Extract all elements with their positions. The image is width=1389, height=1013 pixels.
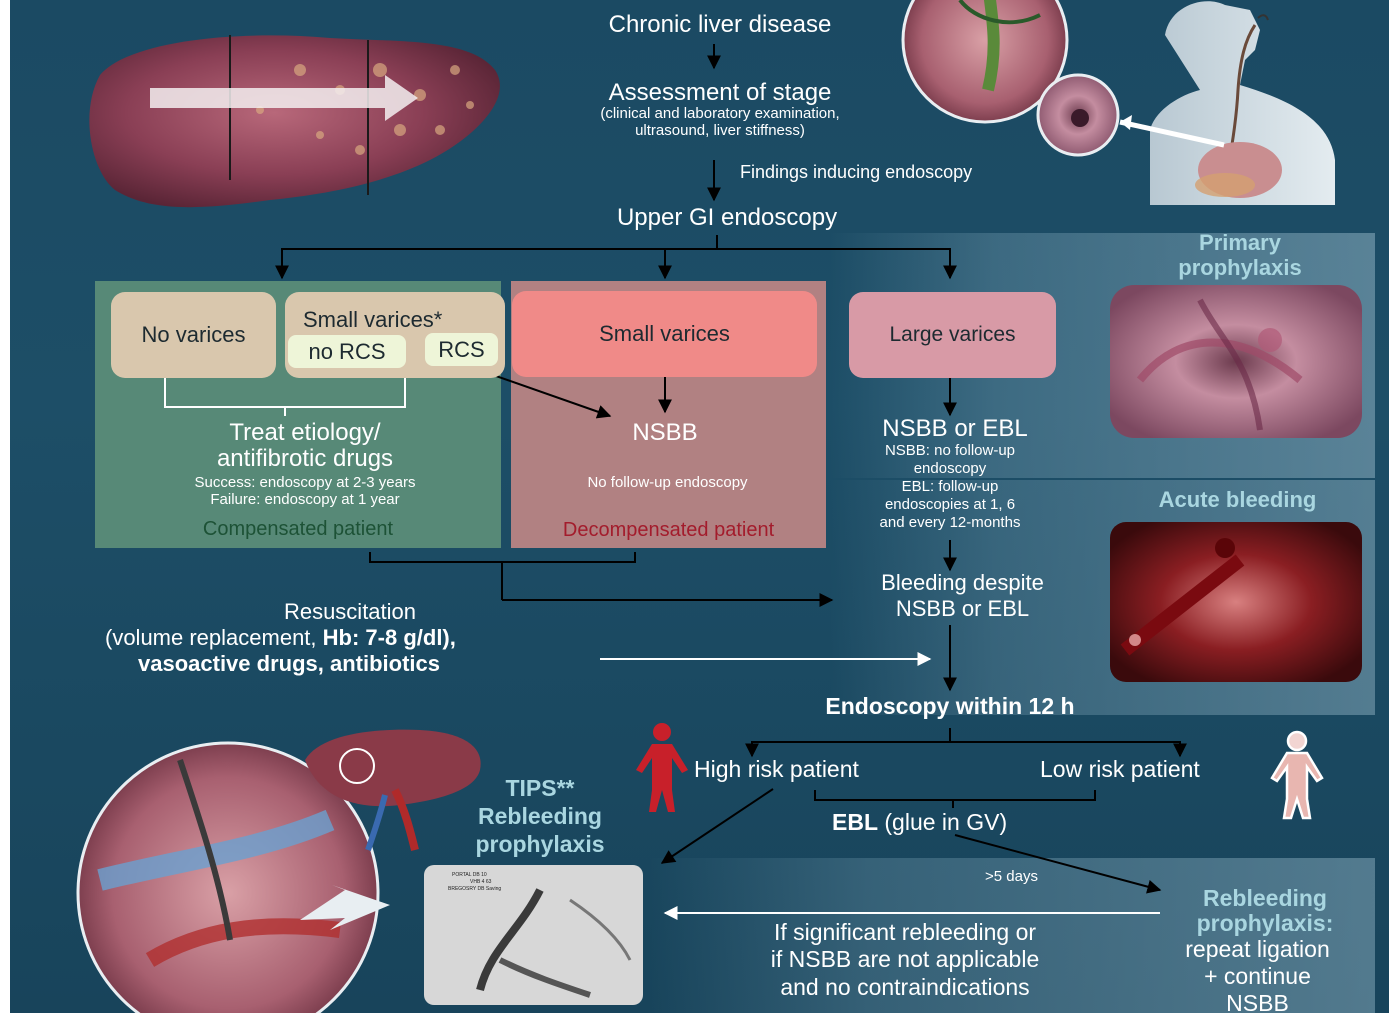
condition-line-1: If significant rebleeding or (700, 920, 1110, 945)
low-risk-label: Low risk patient (1040, 757, 1200, 782)
failure-label: Failure: endoscopy at 1 year (110, 492, 500, 509)
continue-label: + continue (1150, 964, 1365, 989)
no-varices-label: No varices (142, 322, 246, 348)
assessment-label: Assessment of stage (520, 80, 920, 106)
tips-prophylaxis: prophylaxis (440, 832, 640, 857)
small-varices-label: Small varices (599, 321, 730, 347)
resuscitation-line-2: (volume replacement, Hb: 7-8 g/dl), (105, 626, 456, 650)
antifibrotic-label: antifibrotic drugs (110, 446, 500, 472)
nsbb-or-ebl-label: NSBB or EBL (830, 416, 1080, 442)
large-varices-box: Large varices (849, 292, 1056, 378)
large-detail-1: NSBB: no follow-up (830, 443, 1070, 460)
decompensated-patient-label: Decompensated patient (511, 519, 826, 541)
success-label: Success: endoscopy at 2-3 years (110, 475, 500, 492)
xray-caption-3: BREGOSRY DB Saving (448, 887, 501, 893)
large-varices-label: Large varices (889, 323, 1015, 347)
small-varices-star-label: Small varices* (303, 308, 442, 332)
low-risk-person-icon (1272, 732, 1322, 818)
small-varices-box: Small varices (512, 291, 817, 377)
rebleeding-prophylaxis-title-1: Rebleeding (1160, 886, 1370, 911)
assessment-sub1: (clinical and laboratory examination, (520, 106, 920, 123)
nsbb-label: NSBB (560, 420, 770, 446)
large-detail-3: EBL: follow-up (830, 479, 1070, 496)
tips-rebleeding: Rebleeding (440, 804, 640, 829)
findings-label: Findings inducing endoscopy (740, 163, 972, 183)
rcs-box: RCS (425, 333, 498, 366)
rebleeding-prophylaxis-title-2: prophylaxis: (1160, 911, 1370, 936)
xray-caption-2: VHB 4 63 (470, 880, 491, 886)
rcs-label: RCS (438, 337, 484, 363)
ebl-bold-text: EBL (832, 809, 878, 835)
endoscopy-12h-label: Endoscopy within 12 h (760, 694, 1140, 719)
primary-prophylaxis-title-1: Primary (1120, 231, 1360, 255)
condition-line-3: and no contraindications (700, 975, 1110, 1000)
chronic-liver-disease-label: Chronic liver disease (520, 12, 920, 38)
no-rcs-box: no RCS (288, 335, 406, 368)
repeat-ligation-label: repeat ligation (1150, 937, 1365, 962)
bleeding-despite-label: Bleeding despite (835, 571, 1090, 595)
large-detail-5: and every 12-months (830, 515, 1070, 532)
treat-etiology-label: Treat etiology/ (110, 420, 500, 446)
no-followup-label: No follow-up endoscopy (520, 475, 815, 492)
assessment-sub2: ultrasound, liver stiffness) (520, 123, 920, 140)
primary-prophylaxis-title-2: prophylaxis (1120, 256, 1360, 280)
ebl-glue-label: EBL (glue in GV) (832, 810, 1007, 835)
glue-text: (glue in GV) (878, 809, 1007, 835)
no-varices-box: No varices (111, 292, 276, 378)
resuscitation-label: Resuscitation (150, 600, 550, 624)
hb-target-text: Hb: 7-8 g/dl), (323, 625, 456, 650)
large-detail-4: endoscopies at 1, 6 (830, 497, 1070, 514)
volume-replacement-text: (volume replacement, (105, 625, 323, 650)
no-rcs-label: no RCS (308, 339, 385, 365)
bleeding-despite-label-2: NSBB or EBL (835, 597, 1090, 621)
large-detail-2: endoscopy (830, 461, 1070, 478)
xray-caption-1: PORTAL DB 10 (452, 873, 487, 879)
acute-bleeding-title: Acute bleeding (1100, 488, 1375, 512)
more-than-5-days-label: >5 days (985, 869, 1038, 886)
high-risk-person-icon (636, 723, 688, 812)
high-risk-label: High risk patient (694, 757, 859, 782)
compensated-patient-label: Compensated patient (95, 518, 501, 540)
vasoactive-label: vasoactive drugs, antibiotics (138, 652, 440, 676)
condition-line-2: if NSBB are not applicable (700, 947, 1110, 972)
nsbb-bottom-label: NSBB (1150, 991, 1365, 1013)
upper-gi-endoscopy-label: Upper GI endoscopy (527, 205, 927, 231)
tips-title: TIPS** (450, 776, 630, 801)
